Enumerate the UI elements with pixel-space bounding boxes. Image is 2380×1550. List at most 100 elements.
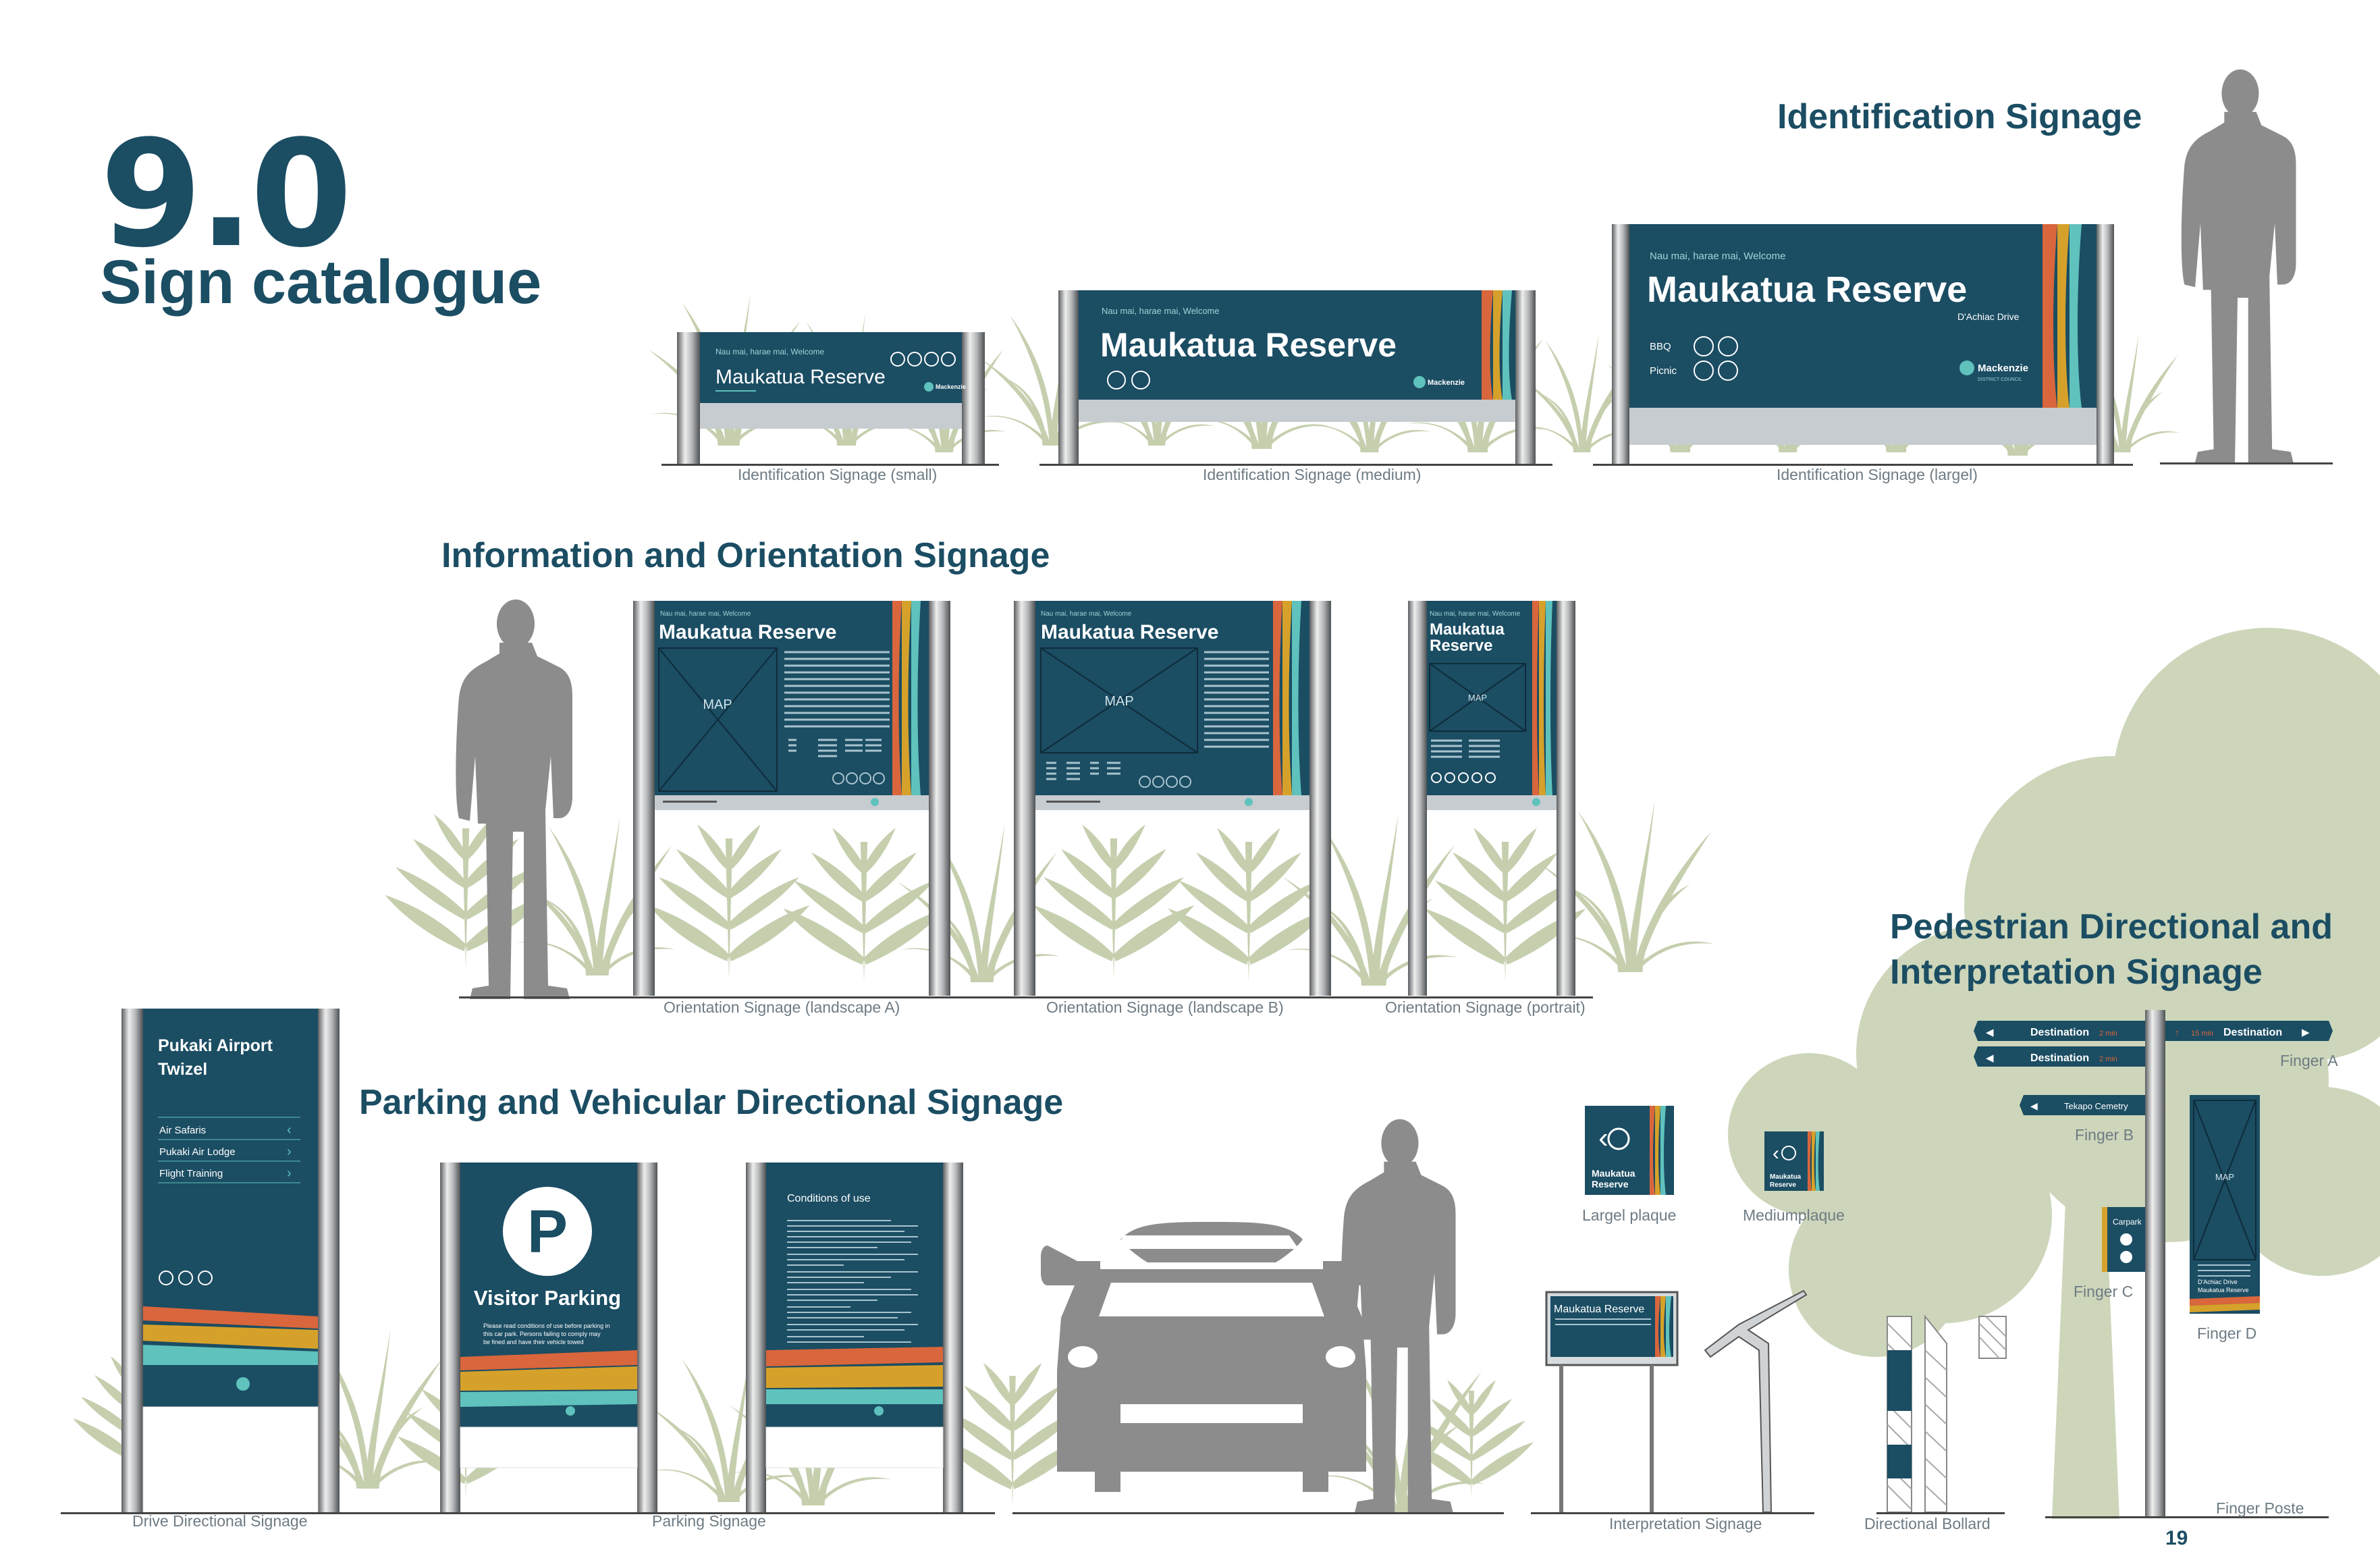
- pedestrian-interpretation-group: ‹ Maukatua Reserve ‹ Maukatua Reserve Ma…: [1531, 1010, 2333, 1518]
- destination-item: Air Safaris: [159, 1125, 206, 1136]
- sign-panel: [1079, 290, 1515, 400]
- fern-group-row2: [385, 800, 1714, 986]
- sign-post: [962, 332, 985, 464]
- person-silhouette: [2181, 69, 2296, 462]
- sign-post: [677, 332, 700, 464]
- reserve-name-line2: Reserve: [1430, 637, 1492, 655]
- page-title: Sign catalogue: [100, 248, 542, 317]
- caption-orient-a: Orientation Signage (landscape A): [664, 998, 900, 1016]
- plaque-title-line2: Reserve: [1770, 1181, 1796, 1189]
- caption-finger-d: Finger D: [2197, 1325, 2257, 1342]
- logo-icon: [1413, 376, 1426, 388]
- logo-name: Mackenzie: [886, 1408, 923, 1416]
- destination-label: Destination: [2030, 1027, 2089, 1038]
- visitor-parking-sign: P Visitor Parking Please read conditions…: [440, 1162, 657, 1512]
- sign-post: [1612, 224, 1629, 464]
- body-text-lines: [784, 651, 890, 757]
- chevron-left-icon: ‹: [287, 1123, 292, 1138]
- reserve-name: Maukatua Reserve: [1041, 621, 1218, 643]
- reserve-name: Maukatua Reserve: [2198, 1287, 2249, 1293]
- stripe-yellow: [1539, 601, 1546, 795]
- stripe-yellow: [1493, 290, 1503, 400]
- logo-icon: [1959, 360, 1974, 375]
- caption-id-medium: Identification Signage (medium): [1203, 466, 1422, 483]
- heading-information: Information and Orientation Signage: [441, 536, 1050, 575]
- sign-base-panel: [1035, 795, 1309, 810]
- base-line: [663, 801, 717, 803]
- conditions-text-lines: [787, 1220, 918, 1343]
- stripe-orange: [1532, 601, 1539, 795]
- parking-row: Pukaki Airport Twizel Air Safaris ‹ Puka…: [61, 1009, 1534, 1514]
- welcome-text: Nau mai, harae mai, Welcome: [1650, 250, 1785, 262]
- dog-icon: [941, 352, 956, 367]
- destination-item: Flight Training: [159, 1168, 223, 1179]
- sign-post: [929, 601, 950, 996]
- plaque-title-line1: Maukatua: [1770, 1173, 1802, 1181]
- heading-pedestrian-line2: Interpretation Signage: [1890, 953, 2263, 992]
- reserve-name-line1: Maukatua: [1430, 620, 1505, 639]
- sign-post: [746, 1162, 766, 1512]
- bbq-label: BBQ: [1650, 341, 1671, 352]
- conditions-of-use-sign: Conditions of use Mackenzie: [746, 1162, 963, 1512]
- ground-line: [1039, 464, 1552, 466]
- orientation-sign-portrait: Nau mai, harae mai, Welcome Maukatua Res…: [1408, 601, 1575, 996]
- map-label: MAP: [1104, 694, 1133, 709]
- picnic-icon: [1781, 1146, 1796, 1160]
- arrow-up-icon: [2120, 1233, 2132, 1246]
- bbq-icon: [890, 352, 905, 367]
- caption-interpretation: Interpretation Signage: [1609, 1515, 1762, 1532]
- section-number: 9.0: [100, 109, 352, 280]
- caption-id-large: Identification Signage (largel): [1777, 466, 1978, 483]
- stripe-teal: [460, 1391, 637, 1407]
- stripe-orange: [1273, 601, 1282, 795]
- stripe-yellow: [2057, 224, 2070, 408]
- finger-b: ◀ Tekapo Cemetry: [2020, 1095, 2145, 1115]
- stripe-teal: [1546, 601, 1552, 795]
- arrow-right-icon: ▶: [2302, 1027, 2310, 1038]
- sign-post: [633, 601, 655, 996]
- finger-c: Carpark: [2102, 1207, 2145, 1272]
- destination-label: Tekapo Cemetry: [2064, 1101, 2128, 1111]
- information-row: Nau mai, harae mai, Welcome Maukatua Res…: [385, 599, 1714, 999]
- chevron-left-icon: ‹: [1598, 1121, 1608, 1154]
- map-label: MAP: [2215, 1172, 2234, 1182]
- facility-icons: [832, 772, 885, 784]
- ground-line: [661, 464, 999, 466]
- facility-icons: [1431, 772, 1496, 783]
- facility-icons: [1139, 776, 1191, 788]
- medium-plaque: ‹ Maukatua Reserve: [1764, 1131, 1824, 1191]
- welcome-text: Nau mai, harae mai, Welcome: [715, 347, 825, 356]
- page-number: 19: [2165, 1527, 2188, 1549]
- logo-icon: [236, 1377, 250, 1391]
- parking-body-line: be fined and have their vehicle towed: [483, 1339, 584, 1345]
- welcome-text: Nau mai, harae mai, Welcome: [660, 610, 751, 618]
- sign-base-panel: [1629, 408, 2097, 445]
- finger-post-pole: [2145, 1010, 2165, 1516]
- sign-post: [1309, 601, 1331, 996]
- drive-directional-sign: Pukaki Airport Twizel Air Safaris ‹ Puka…: [121, 1009, 340, 1513]
- id-sign-medium: Nau mai, harae mai, Welcome Maukatua Res…: [1039, 290, 1552, 466]
- destination-title-line2: Twizel: [158, 1060, 207, 1079]
- facility-icons: [159, 1271, 213, 1285]
- picnic-icon: [1694, 360, 1714, 381]
- facility-icons: [890, 352, 956, 367]
- sign-post: [440, 1162, 460, 1512]
- stripe-orange: [143, 1306, 318, 1329]
- plaque-title-line1: Maukatua: [1592, 1168, 1635, 1179]
- sign-post: [637, 1162, 657, 1512]
- logo-name: Mackenzie: [252, 1379, 296, 1389]
- sign-post: [1408, 601, 1427, 996]
- caption-orient-portrait: Orientation Signage (portrait): [1385, 998, 1586, 1016]
- stripe-orange: [2043, 224, 2057, 408]
- sign-base-panel: [700, 403, 962, 429]
- ground-line: [1876, 1512, 2005, 1514]
- sign-post: [121, 1009, 143, 1512]
- sign-panel: [1629, 224, 2097, 408]
- sign-post: [1515, 290, 1536, 464]
- map-placeholder: MAP: [1040, 647, 1198, 753]
- finger-a: ◀ Destination 2 min ◀ Destination 2 min …: [1974, 1021, 2333, 1067]
- ground-line: [2045, 1516, 2329, 1518]
- ground-line: [61, 1512, 995, 1514]
- reserve-name: Maukatua Reserve: [659, 621, 836, 643]
